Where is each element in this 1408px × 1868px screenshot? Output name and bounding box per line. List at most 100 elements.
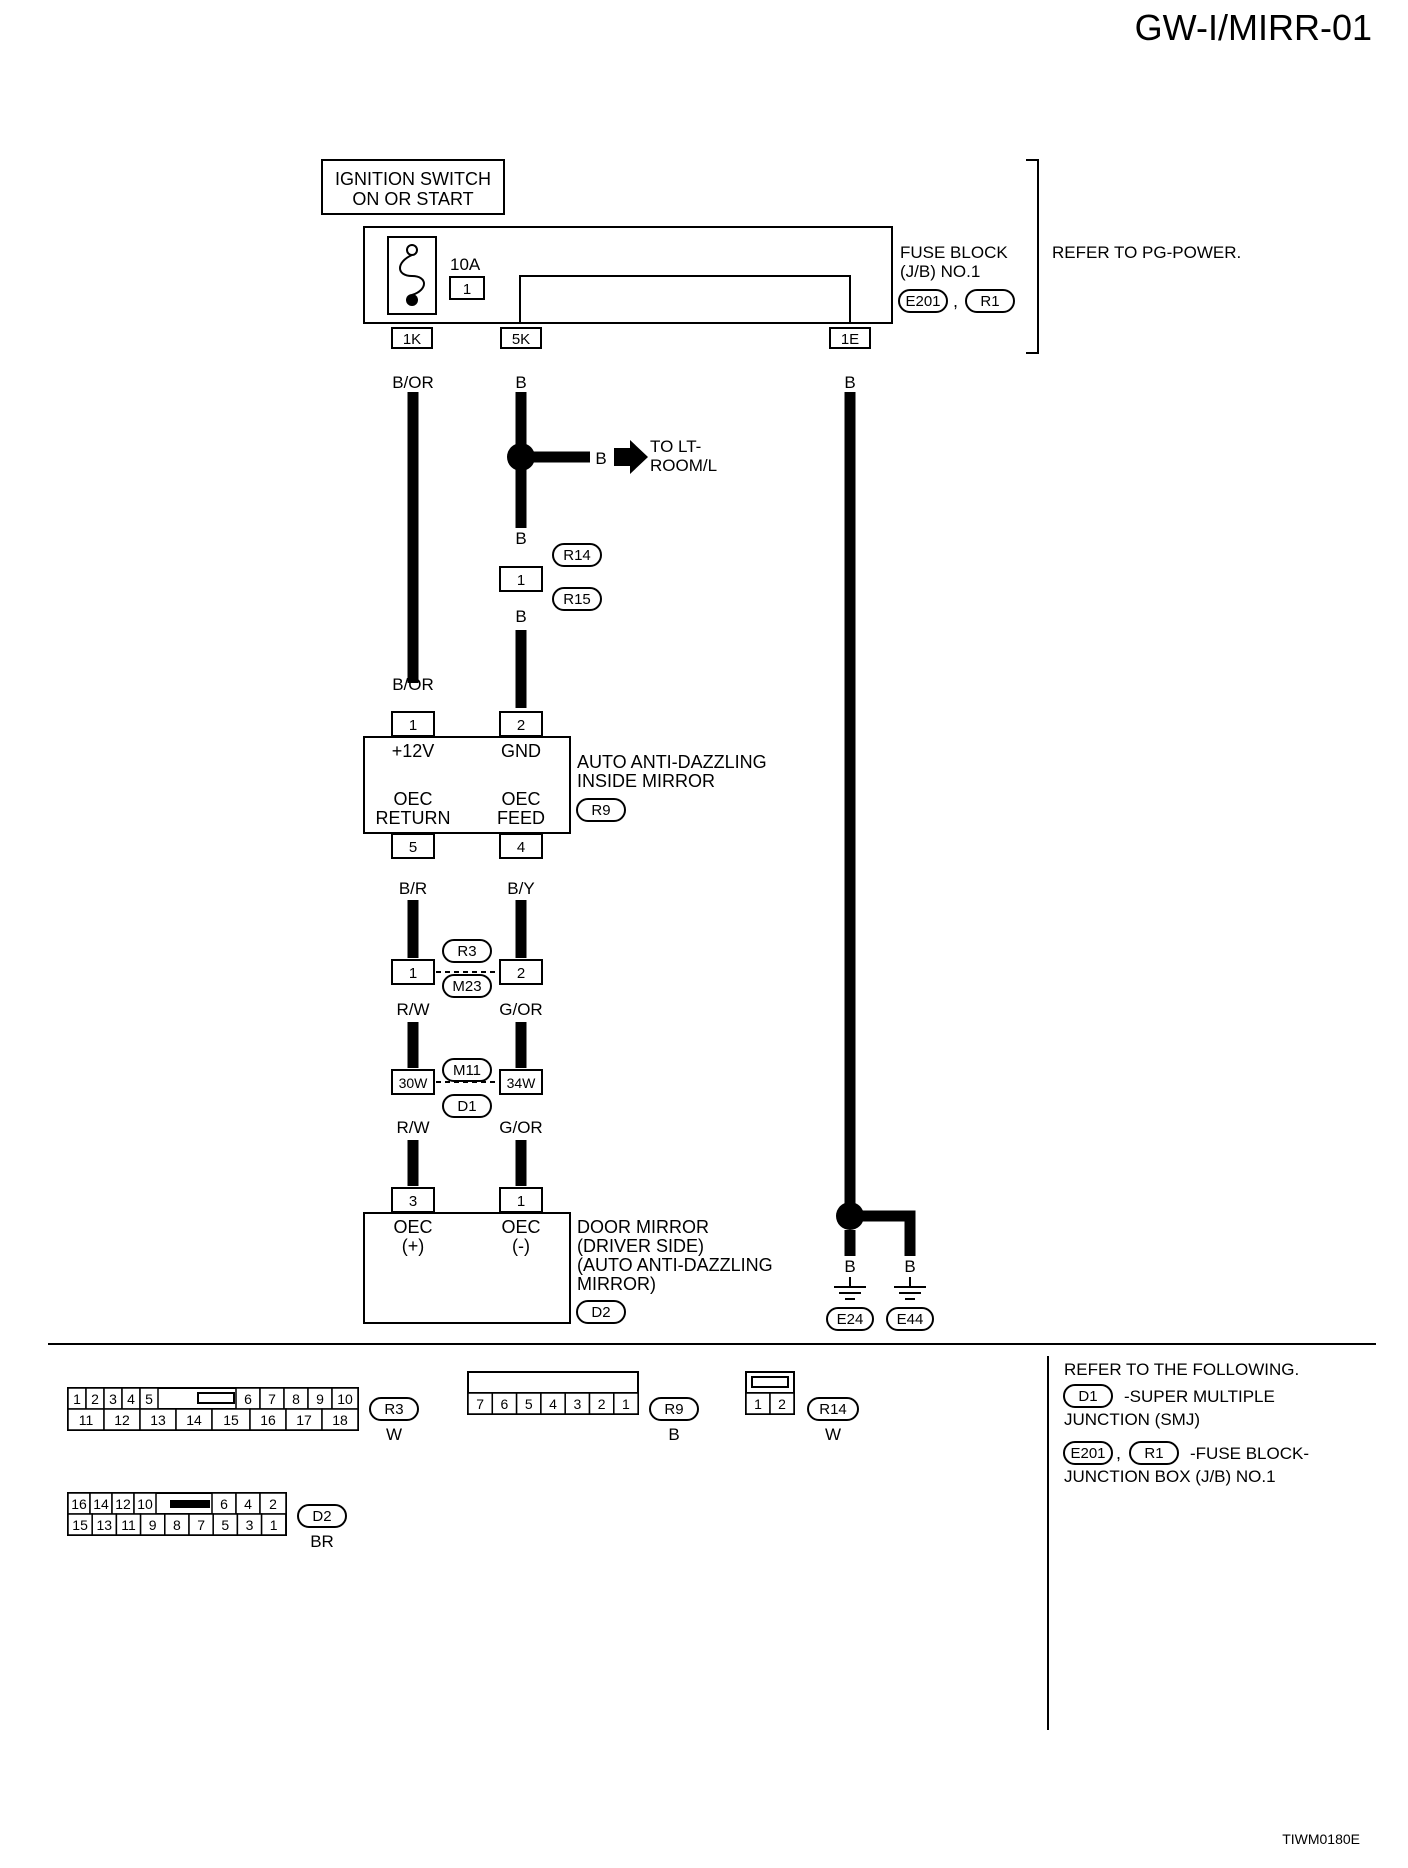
terminal-5k-label: 5K — [512, 331, 530, 348]
wire-label-b-or-bottom: B/OR — [392, 675, 434, 694]
connector-pin-number: 5 — [145, 1391, 153, 1407]
fuse-icon — [399, 254, 425, 296]
comma: , — [1116, 1443, 1121, 1463]
wire-label-b-r: B/R — [399, 879, 427, 898]
pin-label-gnd: GND — [501, 741, 541, 761]
fuse-block-internal-bus — [519, 275, 851, 323]
door-mirror-name-1: DOOR MIRROR — [577, 1217, 709, 1237]
terminal-5k: 5K — [500, 327, 542, 349]
connector-view-r9-id: R9 — [664, 1401, 683, 1418]
pin-label-oec-return-1: OEC — [393, 789, 432, 809]
joint-r14-pin: 1 — [517, 572, 525, 589]
connector-pin-number: 11 — [121, 1517, 136, 1533]
refer-following: REFER TO THE FOLLOWING. D1 -SUPER MULTIP… — [1063, 1360, 1309, 1486]
connector-pin-number: 1 — [73, 1391, 81, 1407]
ground-e24-label: E24 — [837, 1311, 864, 1328]
connector-pin-cell — [260, 1513, 287, 1536]
connector-latch-filled — [170, 1500, 210, 1508]
terminal-1e: 1E — [829, 327, 871, 349]
connector-pin-number: 4 — [549, 1396, 557, 1412]
door-mirror-pin-3-label: 3 — [409, 1193, 417, 1210]
connector-pin-cell — [321, 1408, 359, 1431]
connector-badge-r3-label: R3 — [457, 943, 476, 960]
connector-pin-cell — [613, 1392, 639, 1415]
connector-pin-number: 6 — [244, 1391, 252, 1407]
door-mirror-name-2: (DRIVER SIDE) — [577, 1236, 704, 1256]
wire-label-b-or-top: B/OR — [392, 373, 434, 392]
fuse-block: 10A 1 FUSE BLOCK (J/B) NO.1 E201 , R1 — [363, 226, 1015, 324]
connector-badge-r14 — [552, 543, 602, 567]
door-mirror-name-4: MIRROR) — [577, 1274, 656, 1294]
wire-b-ground-branch — [850, 1210, 916, 1256]
pin-label-oec-minus-2: (-) — [512, 1236, 530, 1256]
pin-label-oec-plus-1: OEC — [393, 1217, 432, 1237]
connector-badge-r15 — [552, 587, 602, 611]
door-mirror-pin-3: 3 — [391, 1187, 435, 1213]
refer-item-r1-code: R1 — [1144, 1445, 1163, 1462]
connector-pin-number: 7 — [268, 1391, 276, 1407]
connector-pin-number: 10 — [137, 1496, 153, 1512]
pin-label-oec-plus-2: (+) — [402, 1236, 425, 1256]
refer-item-e201-code: E201 — [1070, 1445, 1105, 1462]
refer-item-d1-code: D1 — [1078, 1388, 1097, 1405]
wire-label-b-e24: B — [844, 1257, 855, 1276]
connector-view-r3-color: W — [386, 1425, 402, 1444]
inside-mirror-pin-2-label: 2 — [517, 717, 525, 734]
connector-pin-number: 16 — [260, 1412, 276, 1428]
refer-heading: REFER TO THE FOLLOWING. — [1064, 1360, 1299, 1379]
connector-badge-m23-label: M23 — [452, 978, 481, 995]
connector-badge-d1 — [442, 1094, 492, 1118]
connector-badge-e201-label: E201 — [905, 293, 940, 310]
refer-pg-power: REFER TO PG-POWER. — [1052, 243, 1241, 262]
connector-pin-number: 2 — [91, 1391, 99, 1407]
ground-e44: E44 — [886, 1277, 934, 1331]
page-id: GW-I/MIRR-01 — [1135, 7, 1372, 48]
connector-pin-number: 15 — [223, 1412, 239, 1428]
inside-mirror-pin-1: 1 — [391, 711, 435, 737]
inside-mirror-pin-5: 5 — [391, 833, 435, 859]
connector-pin-number: 1 — [622, 1396, 630, 1412]
inside-mirror-pin-4: 4 — [499, 833, 543, 859]
connector-badge-r14-label: R14 — [563, 547, 591, 564]
connector-pin-number: 15 — [72, 1517, 88, 1533]
fuse-rating: 10A — [450, 255, 481, 274]
connector-pin-number: 12 — [114, 1412, 130, 1428]
connector-pin-number: 8 — [292, 1391, 300, 1407]
ignition-switch: IGNITION SWITCH ON OR START — [321, 159, 505, 215]
refer-bracket — [1026, 159, 1039, 354]
refer-item-d1-text-2: JUNCTION (SMJ) — [1064, 1410, 1200, 1429]
connector-view-r3-id: R3 — [384, 1401, 403, 1418]
connector-pin-number: 10 — [337, 1391, 353, 1407]
ground-e24: E24 — [826, 1277, 874, 1331]
connector-pin-number: 2 — [598, 1396, 606, 1412]
pin-label-oec-minus-1: OEC — [501, 1217, 540, 1237]
connector-badge-r9 — [576, 798, 626, 822]
connector-view-r14-id: R14 — [819, 1401, 847, 1418]
connector-pin-number: 3 — [246, 1517, 254, 1533]
inside-mirror-pin-1-label: 1 — [409, 717, 417, 734]
connector-pin-number: 6 — [501, 1396, 509, 1412]
connector-view-d2-color: BR — [310, 1532, 334, 1551]
connector-badge-d2 — [576, 1300, 626, 1324]
terminal-1k: 1K — [391, 327, 433, 349]
ignition-switch-line1: IGNITION SWITCH — [335, 169, 491, 189]
fuse-block-label-1: FUSE BLOCK — [900, 243, 1008, 262]
connector-pin-number: 4 — [127, 1391, 135, 1407]
comma: , — [953, 291, 958, 311]
connector-pin-number: 5 — [525, 1396, 533, 1412]
fuse-block-label-2: (J/B) NO.1 — [900, 262, 980, 281]
fuse-terminal-top — [406, 244, 418, 256]
connector-pin-number: 2 — [778, 1396, 786, 1412]
connector-pin-number: 5 — [221, 1517, 229, 1533]
connector-latch — [197, 1392, 235, 1404]
terminal-1e-label: 1E — [841, 331, 859, 348]
connector-pin-number: 3 — [573, 1396, 581, 1412]
ground-e44-label: E44 — [897, 1311, 924, 1328]
joint-connector-r14-r15: 1 R14 R15 — [499, 543, 602, 611]
inside-mirror-name-1: AUTO ANTI-DAZZLING — [577, 752, 767, 772]
wire-label-b-branch: B — [595, 449, 606, 468]
connector-pin-cell — [769, 1392, 795, 1415]
